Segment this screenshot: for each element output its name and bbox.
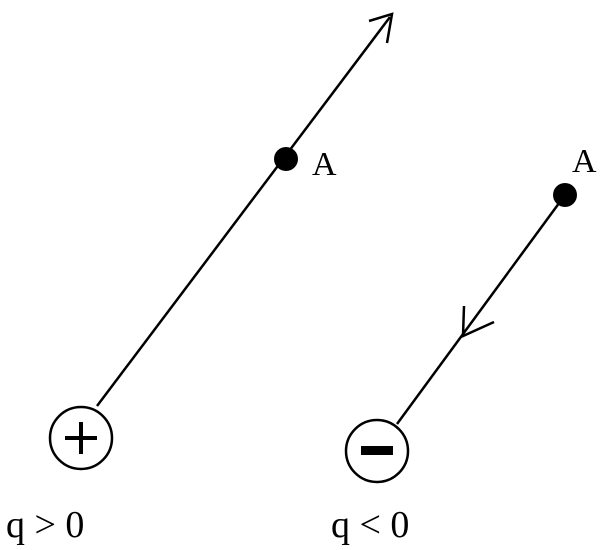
negative-charge-group: A q < 0 bbox=[331, 143, 597, 546]
field-line-negative bbox=[395, 194, 567, 425]
point-a-left-label: A bbox=[312, 146, 337, 183]
condition-negative-label: q < 0 bbox=[331, 504, 409, 545]
condition-positive-label: q > 0 bbox=[6, 504, 84, 545]
arrowhead-inward-icon bbox=[461, 305, 495, 338]
point-a-right-label: A bbox=[572, 143, 597, 180]
minus-sign-icon bbox=[361, 446, 393, 455]
point-a-right-dot bbox=[553, 183, 577, 207]
point-a-left-dot bbox=[274, 147, 298, 171]
positive-charge-group: A q > 0 bbox=[6, 12, 394, 546]
plus-sign-icon bbox=[65, 422, 97, 454]
arrowhead-outward-icon bbox=[368, 12, 394, 44]
field-line-positive bbox=[96, 16, 391, 407]
